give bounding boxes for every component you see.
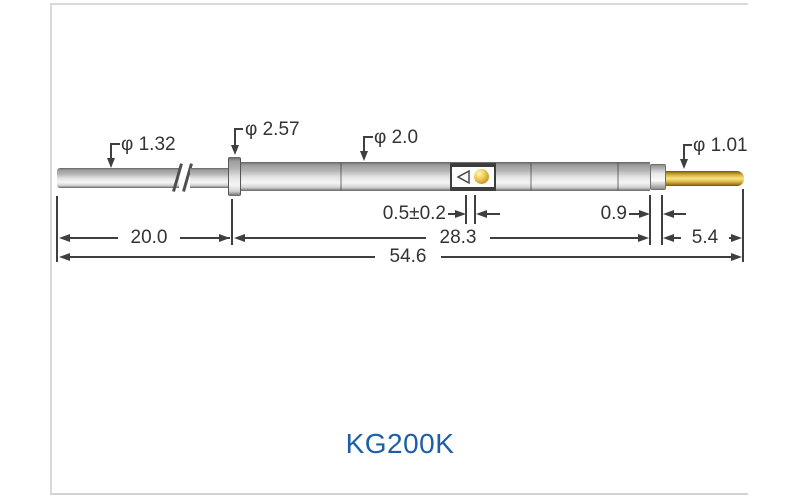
leader-tube-arrow [107, 158, 115, 168]
leader-tube-h [110, 143, 120, 145]
ext-line-gap-b [474, 195, 476, 224]
tip-neck-collar [650, 164, 666, 190]
tip-length-label: 5.4 [681, 227, 729, 248]
plunger-tail-chevron-icon [456, 169, 470, 185]
ext-line-neck-b [661, 195, 663, 245]
total-dim-arrow-right [731, 253, 742, 261]
mounting-flange [228, 157, 241, 196]
neck-line-right [674, 213, 686, 215]
tube-dim-arrow-left [59, 234, 70, 242]
tube-dim-arrow-right [219, 234, 230, 242]
barrel-diameter-label: φ 2.0 [374, 127, 419, 148]
leader-tip-h [683, 144, 692, 146]
barrel-dim-arrow-right [638, 234, 649, 242]
total-dim-arrow-left [59, 253, 70, 261]
ext-line-gap-a [465, 195, 467, 224]
spring-ball [474, 169, 489, 184]
barrel-seam-2 [530, 163, 532, 190]
neck-arrow-left [663, 210, 674, 218]
leader-flange-h [234, 128, 243, 130]
leader-tube-v [110, 143, 112, 160]
leader-tip-v [683, 144, 685, 160]
neck-arrow-right [639, 210, 650, 218]
crimp-gap-arrow-left [476, 210, 487, 218]
barrel [241, 162, 650, 191]
tip-diameter-label: φ 1.01 [693, 135, 748, 156]
tube-diameter-label: φ 1.32 [121, 134, 176, 155]
barrel-dim-arrow-left [234, 234, 245, 242]
gold-plunger-tip [666, 171, 744, 186]
barrel-length-label: 28.3 [426, 227, 490, 248]
leader-barrel-h [363, 136, 373, 138]
flange-diameter-label: φ 2.57 [245, 119, 300, 140]
leader-flange-v [234, 128, 236, 147]
crimp-gap-line-right [487, 213, 500, 215]
model-label: KG200K [345, 428, 455, 459]
ext-line-neck-a [649, 195, 651, 245]
total-length-label: 54.6 [375, 246, 441, 267]
tip-dim-arrow-left [663, 234, 674, 242]
receptacle-tube-left [57, 168, 179, 188]
leader-flange-arrow [231, 145, 239, 155]
ext-line-flange [231, 199, 233, 245]
neck-line-left [629, 213, 639, 215]
tip-dim-arrow-right [731, 234, 742, 242]
barrel-seam-1 [340, 163, 342, 190]
neck-length-label: 0.9 [600, 203, 627, 224]
ext-line-left-end [56, 196, 58, 262]
barrel-seam-3 [617, 163, 619, 190]
spring-cutaway-window [450, 163, 496, 191]
ext-line-right-end [742, 189, 744, 262]
leader-barrel-v [363, 136, 365, 153]
tube-length-label: 20.0 [118, 227, 180, 248]
crimp-gap-arrow-right [455, 210, 466, 218]
leader-tip-arrow [680, 159, 688, 169]
leader-barrel-arrow [360, 151, 368, 161]
crimp-gap-line-left [448, 213, 456, 215]
receptacle-tube-right [190, 168, 229, 188]
crimp-gap-label: 0.5±0.2 [382, 203, 446, 224]
